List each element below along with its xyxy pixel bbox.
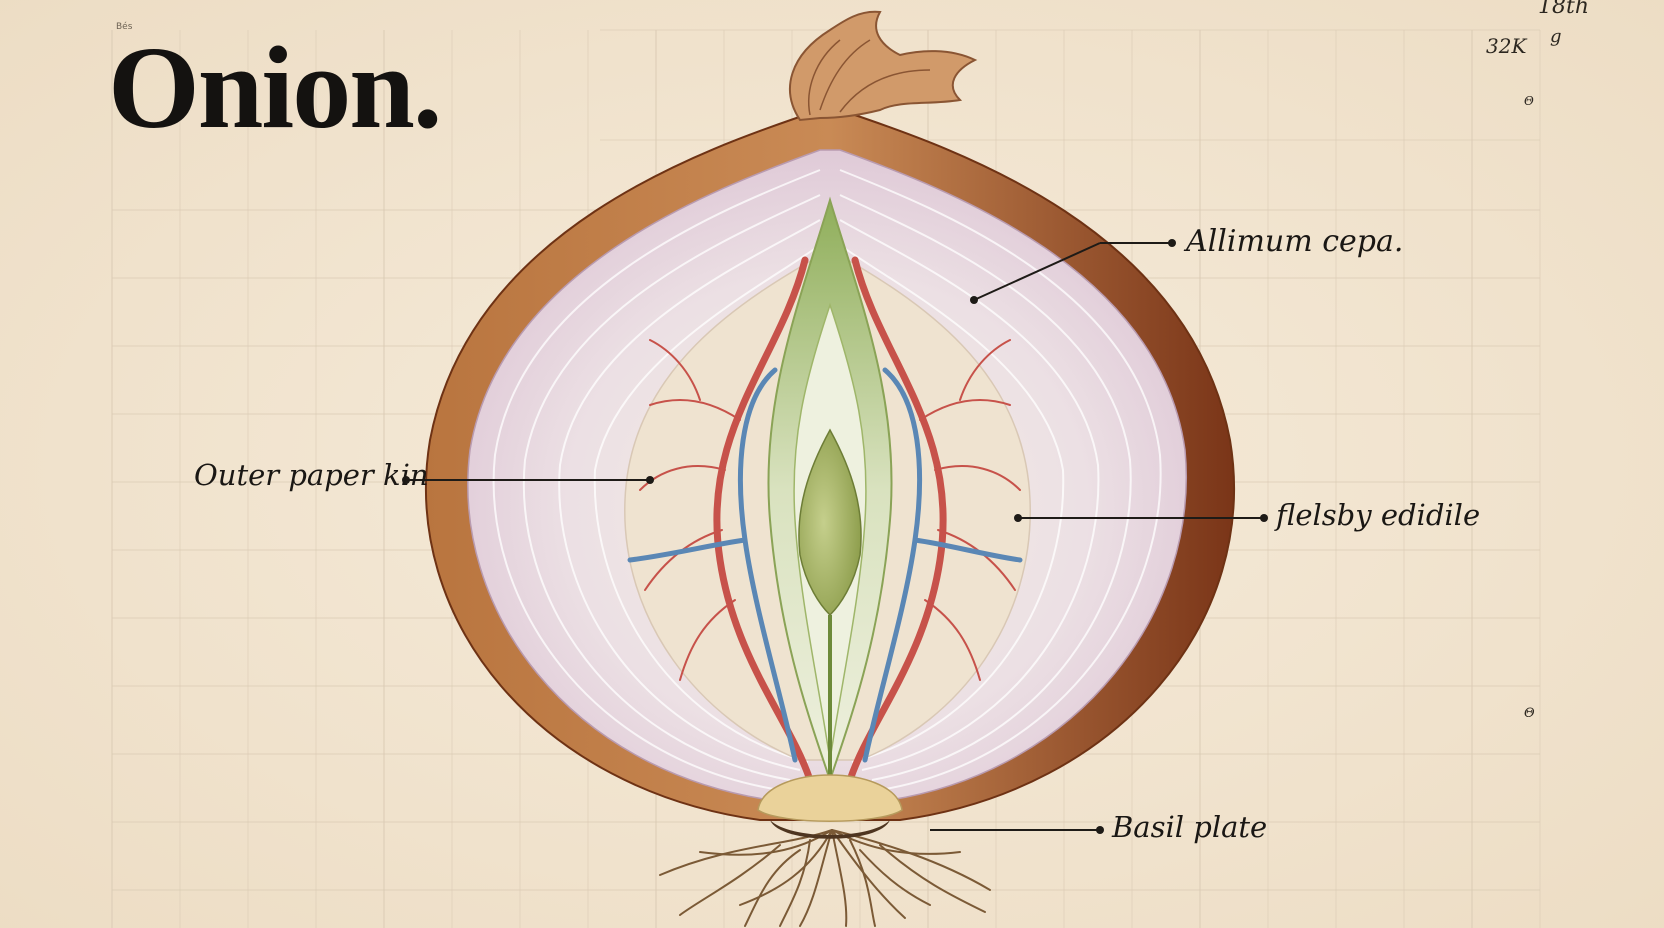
label-species: Allimum cepa. <box>1186 224 1404 259</box>
label-flesh: flelsby edidile <box>1276 498 1481 532</box>
margin-mark-bottom: Θ <box>1524 706 1535 721</box>
page-title: Onion. <box>108 22 442 153</box>
label-basal-plate: Basil plate <box>1112 810 1268 844</box>
label-outer-skin: Outer paper kin <box>194 458 429 492</box>
corner-top-text: 18th <box>1538 0 1590 19</box>
pointer-lines <box>406 242 1264 831</box>
basal-root-mass <box>770 820 890 839</box>
corner-glyph: g <box>1550 26 1562 47</box>
pointer-dots <box>402 239 1268 834</box>
basal-plate <box>757 774 903 822</box>
scale-rings <box>492 169 1162 791</box>
blue-vascular-veins <box>627 367 1023 763</box>
corner-code: 32K <box>1486 34 1527 58</box>
dried-neck <box>789 10 978 122</box>
tiny-mark: Bés <box>116 22 133 32</box>
red-vascular-veins <box>639 256 1021 784</box>
margin-mark-top: Θ <box>1524 94 1534 108</box>
